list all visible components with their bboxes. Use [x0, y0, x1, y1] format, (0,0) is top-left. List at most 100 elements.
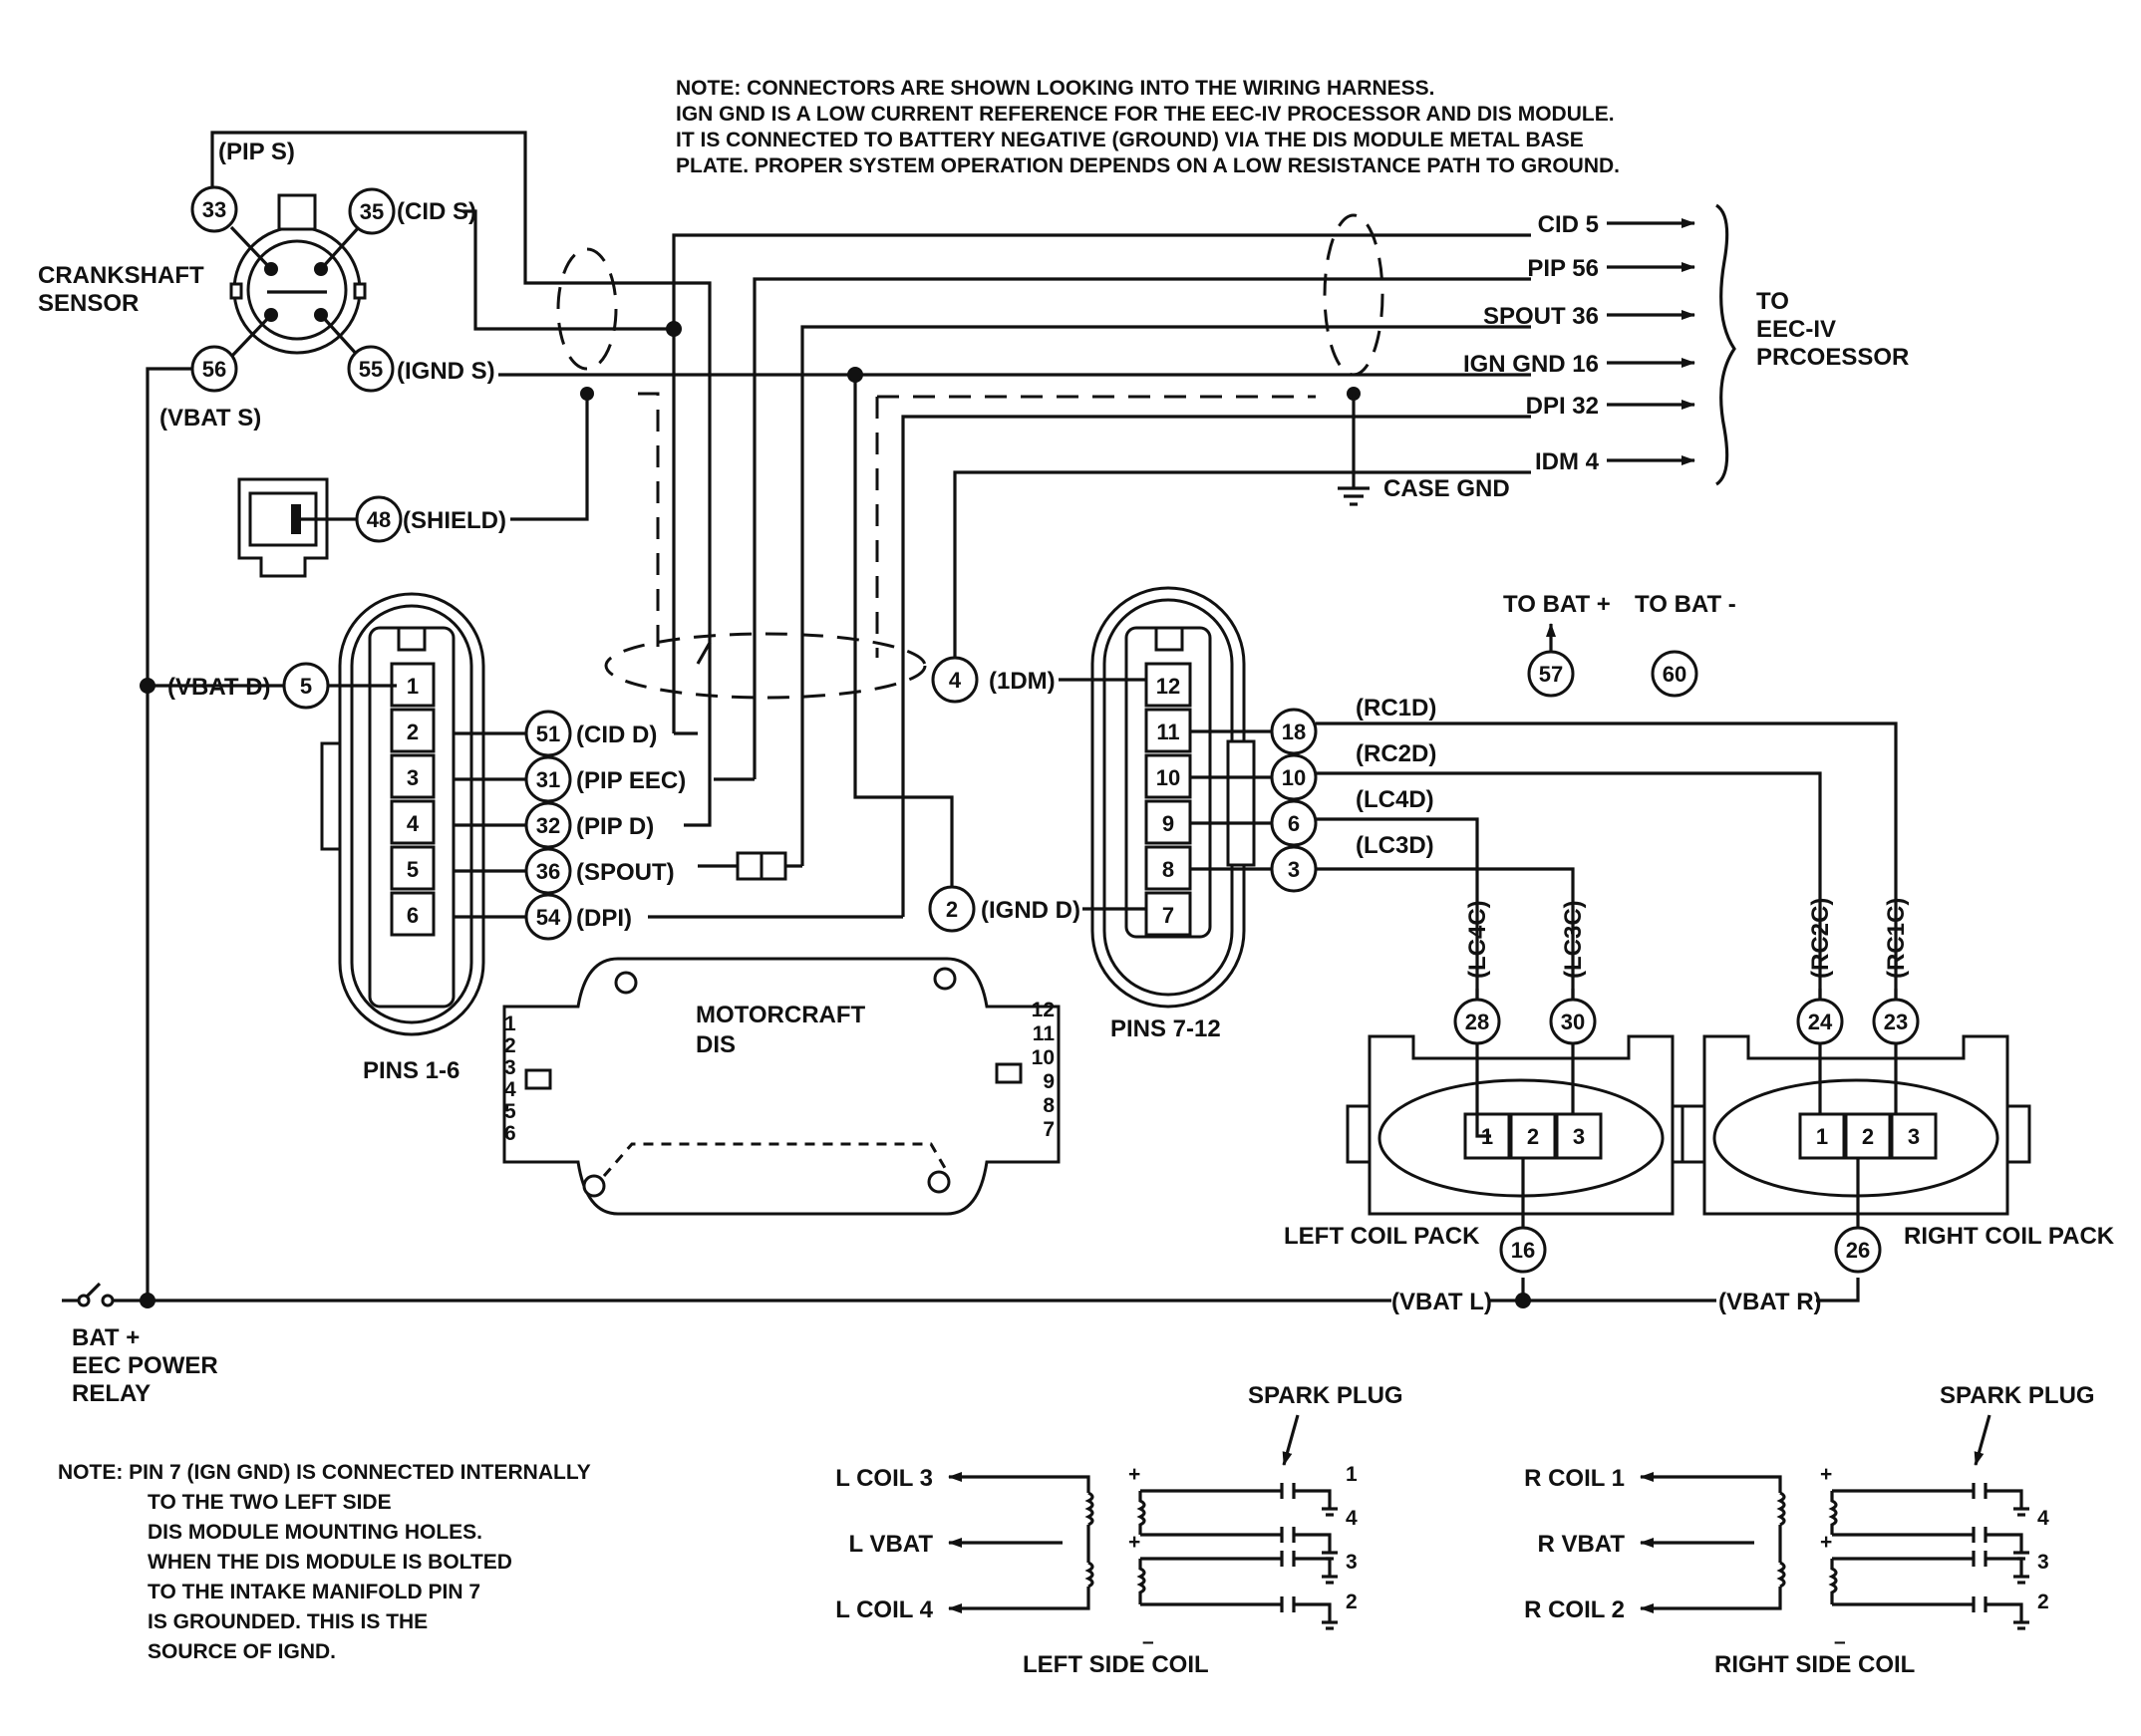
- pin-57-bubble: [1527, 650, 1575, 698]
- top-note-line-3: IT IS CONNECTED TO BATTERY NEGATIVE (GRO…: [676, 129, 1584, 151]
- left-coil-pin-30-label: 30: [1561, 1010, 1585, 1034]
- left-coil-terminal-1: [1463, 1112, 1511, 1160]
- dis-name: MOTORCRAFT: [696, 1002, 866, 1028]
- primary-coil: [1776, 1561, 1786, 1589]
- right-plug-number: 3: [2037, 1551, 2049, 1574]
- pins-1-6-caption: PINS 1-6: [363, 1057, 459, 1084]
- dis-pin-right: 7: [1043, 1118, 1055, 1141]
- wire-pin-6-bubble: [1270, 799, 1318, 847]
- spout-connector-plug: [736, 851, 764, 881]
- wire-pin-36-bubble: [524, 847, 572, 895]
- left-coil-pin-16-bubble: [1499, 1226, 1547, 1274]
- left-coil-pack-caption: LEFT COIL PACK: [1284, 1223, 1480, 1250]
- pin-cell-3: [390, 753, 436, 799]
- primary-wire: [1063, 1587, 1090, 1610]
- plug-ground: [1986, 1489, 2023, 1509]
- plug-ground: [1294, 1557, 1332, 1577]
- pin-cell-1: [390, 662, 436, 708]
- left-coil-pin-28-label: 28: [1465, 1010, 1489, 1034]
- pin-cell-label: 4: [407, 811, 420, 836]
- spark-plug-pointer: [1282, 1414, 1300, 1466]
- secondary-coil: [1136, 1559, 1146, 1604]
- right-coil-tab-right: [2005, 1104, 2031, 1164]
- right-spark-plug-label: SPARK PLUG: [1940, 1382, 2095, 1409]
- right-coil-wire-label: (RC1C): [1883, 898, 1910, 979]
- wire-pin-18-bubble: [1270, 708, 1318, 755]
- dis-pin-right: 10: [1032, 1046, 1055, 1069]
- bottom-note-line-4: WHEN THE DIS MODULE IS BOLTED: [148, 1551, 512, 1574]
- dis-pin-left: 3: [504, 1056, 516, 1079]
- right-coil-wire-label: (RC2C): [1807, 898, 1834, 979]
- left-connector-wires: 51(CID D)31(PIP EEC)32(PIP D)36(SPOUT)54…: [454, 710, 686, 941]
- right-coil-input-label: R COIL 2: [1524, 1596, 1625, 1623]
- shield-label: (SHIELD): [403, 507, 506, 534]
- pin-60-bubble: [1651, 650, 1698, 698]
- pin-4-label: 4: [949, 668, 962, 693]
- pin-35-label: 35: [360, 199, 384, 224]
- primary-wire: [1754, 1475, 1782, 1493]
- vbat-l-label: (VBAT L): [1391, 1289, 1492, 1315]
- primary-wire: [1063, 1475, 1090, 1493]
- left-coil-wire-label: (LC3C): [1560, 900, 1587, 979]
- secondary-coil: [1136, 1491, 1146, 1535]
- vbat-d-label: (VBAT D): [167, 674, 271, 701]
- bottom-note-line-1: NOTE: PIN 7 (IGN GND) IS CONNECTED INTER…: [58, 1461, 591, 1484]
- case-gnd-label: CASE GND: [1383, 475, 1510, 502]
- wire-pin-54-label: 54: [536, 905, 561, 930]
- to-bat-neg: TO BAT -: [1635, 591, 1736, 618]
- polarity-plus: +: [1820, 1463, 1832, 1486]
- wire-label: (PIP EEC): [576, 767, 686, 794]
- pin-4-bubble: [931, 656, 979, 704]
- pin-60-label: 60: [1663, 662, 1686, 687]
- pin-cell-2: [390, 708, 436, 753]
- right-coil-terminal-2: [1844, 1112, 1892, 1160]
- plug-ground: [1986, 1602, 2023, 1622]
- pin-cell-label: 7: [1162, 903, 1174, 928]
- right-coil-pack-caption: RIGHT COIL PACK: [1904, 1223, 2115, 1250]
- vbat-s-label: (VBAT S): [159, 405, 261, 432]
- secondary-coil: [1828, 1559, 1838, 1604]
- wire-pin-10-label: 10: [1282, 765, 1306, 790]
- pin-cell-label: 10: [1156, 765, 1180, 790]
- left-coil-tab-left: [1346, 1104, 1372, 1164]
- coil-wire: [1475, 1114, 1491, 1138]
- left-coil-input-label: L COIL 3: [835, 1465, 933, 1492]
- top-note-line-2: IGN GND IS A LOW CURRENT REFERENCE FOR T…: [676, 103, 1615, 126]
- terminal-label: 3: [1573, 1124, 1585, 1149]
- wire-label: (CID D): [576, 722, 657, 748]
- right-coil-input-label: R COIL 1: [1524, 1465, 1625, 1492]
- wire-pin-32-label: 32: [536, 813, 560, 838]
- dis-pin-right: 8: [1043, 1094, 1055, 1117]
- primary-coil: [1776, 1491, 1786, 1527]
- pin-33-label: 33: [202, 197, 226, 222]
- wire-pin-10-bubble: [1270, 753, 1318, 801]
- wire-label: (PIP D): [576, 813, 654, 840]
- plug-ground: [1294, 1489, 1332, 1509]
- dis-pin-left: 1: [504, 1013, 516, 1035]
- eec-name-2: PRCOESSOR: [1756, 344, 1909, 371]
- output-pip-56: PIP 56: [1527, 255, 1599, 282]
- primary-coil: [1084, 1561, 1094, 1589]
- pin-cell-9: [1144, 799, 1192, 845]
- wire-pin-54-bubble: [524, 893, 572, 941]
- left-coil-input-label: L COIL 4: [835, 1596, 933, 1623]
- idm-label: (1DM): [989, 668, 1056, 695]
- wire-pin-31-bubble: [524, 755, 572, 803]
- left-coil-input-label: L VBAT: [849, 1531, 934, 1558]
- pin-cell-10: [1144, 753, 1192, 799]
- wire-pin-3-label: 3: [1288, 857, 1300, 882]
- pins-7-12-caption: PINS 7-12: [1110, 1015, 1221, 1042]
- wire-label: (DPI): [576, 905, 632, 932]
- terminal-label: 2: [1527, 1124, 1539, 1149]
- output-dpi-32: DPI 32: [1526, 393, 1599, 420]
- left-plug-number: 4: [1346, 1507, 1358, 1530]
- terminal-label: 1: [1816, 1124, 1828, 1149]
- pip-s-label: (PIP S): [218, 139, 295, 165]
- polarity-plus: +: [1128, 1463, 1140, 1486]
- left-plug-number: 3: [1346, 1551, 1358, 1574]
- plug-ground: [1294, 1602, 1332, 1622]
- to-bat-pos: TO BAT +: [1503, 591, 1611, 618]
- plug-ground: [1294, 1533, 1332, 1553]
